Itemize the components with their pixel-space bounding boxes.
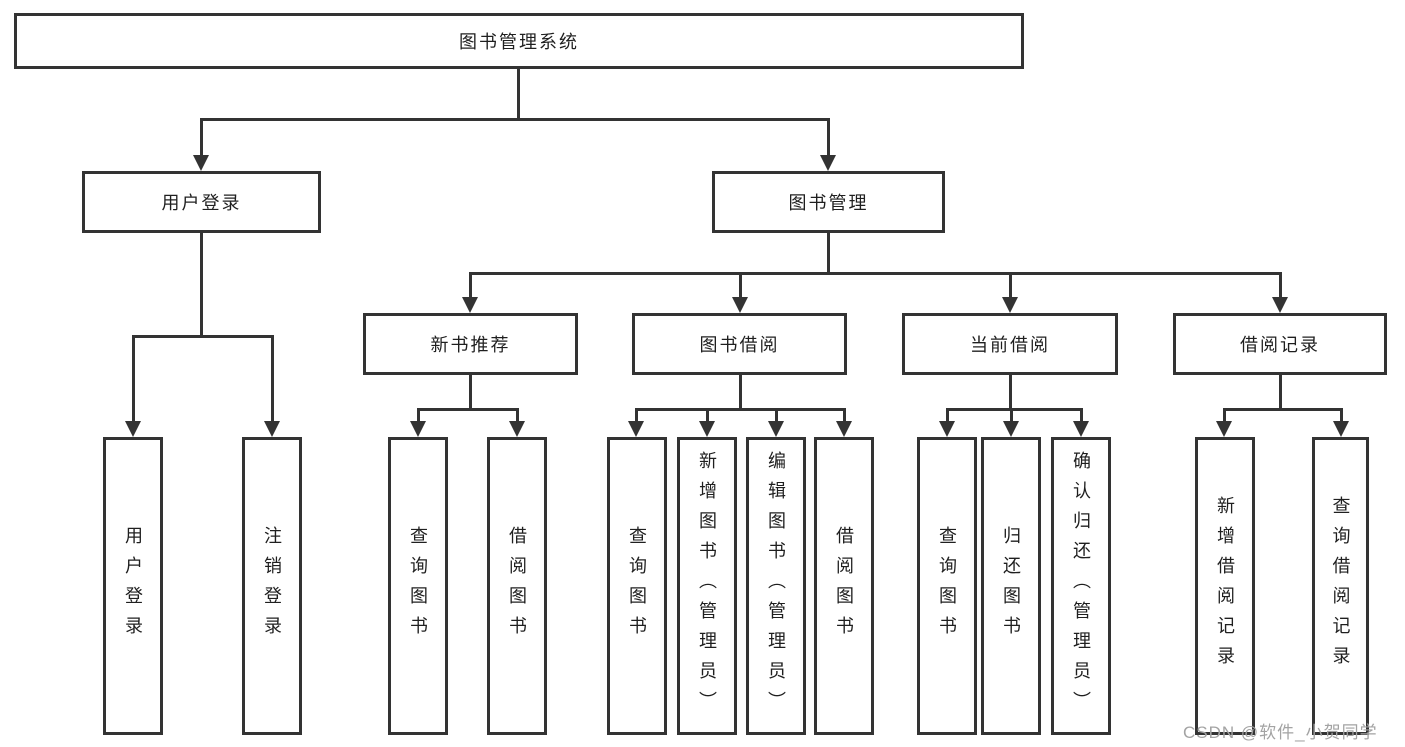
- connector-arrow-line: [271, 338, 274, 422]
- leaf-borrow-add-admin-label: 新增图书（管理员）: [697, 451, 717, 721]
- node-book-borrow-label: 图书借阅: [699, 335, 780, 355]
- leaf-record-add: 新增借阅记录: [1195, 437, 1255, 735]
- arrow-down-icon: [699, 421, 715, 437]
- arrow-down-icon: [1272, 297, 1288, 313]
- leaf-new-book-borrow: 借阅图书: [487, 437, 547, 735]
- node-book-borrow: 图书借阅: [632, 313, 847, 375]
- leaf-borrow-add-admin: 新增图书（管理员）: [677, 437, 737, 735]
- arrow-down-icon: [264, 421, 280, 437]
- connector-arrow-line: [200, 121, 203, 155]
- connector-borrow-record-bar: [1223, 408, 1343, 411]
- arrow-down-icon: [125, 421, 141, 437]
- connector-book-borrow-bar: [635, 408, 846, 411]
- connector-arrow-line: [775, 411, 778, 422]
- connector-new-book-bar: [417, 408, 519, 411]
- leaf-record-query: 查询借阅记录: [1312, 437, 1369, 735]
- arrow-down-icon: [462, 297, 478, 313]
- node-new-book-recommend: 新书推荐: [363, 313, 578, 375]
- connector-root-stem: [517, 69, 520, 118]
- connector-book-mgmt-stem: [827, 233, 830, 272]
- connector-arrow-line: [516, 411, 519, 422]
- connector-current-borrow-stem: [1009, 375, 1012, 408]
- arrow-down-icon: [768, 421, 784, 437]
- arrow-down-icon: [1002, 297, 1018, 313]
- node-user-login: 用户登录: [82, 171, 321, 233]
- node-borrow-record: 借阅记录: [1173, 313, 1387, 375]
- leaf-record-add-label: 新增借阅记录: [1215, 496, 1235, 676]
- leaf-user-login: 用户登录: [103, 437, 163, 735]
- connector-arrow-line: [1080, 411, 1083, 422]
- node-borrow-record-label: 借阅记录: [1240, 335, 1320, 355]
- arrow-down-icon: [820, 155, 836, 171]
- arrow-down-icon: [732, 297, 748, 313]
- leaf-new-book-query-label: 查询图书: [408, 526, 428, 646]
- leaf-current-query: 查询图书: [917, 437, 977, 735]
- arrow-down-icon: [836, 421, 852, 437]
- leaf-new-book-query: 查询图书: [388, 437, 448, 735]
- connector-arrow-line: [469, 275, 472, 298]
- arrow-down-icon: [1333, 421, 1349, 437]
- node-book-management: 图书管理: [712, 171, 945, 233]
- leaf-current-confirm-admin: 确认归还（管理员）: [1051, 437, 1111, 735]
- connector-arrow-line: [946, 411, 949, 422]
- leaf-logout-label: 注销登录: [262, 526, 282, 646]
- connector-borrow-record-stem: [1279, 375, 1282, 408]
- arrow-down-icon: [1003, 421, 1019, 437]
- connector-current-borrow-bar: [946, 408, 1083, 411]
- arrow-down-icon: [509, 421, 525, 437]
- connector-user-login-stem: [200, 233, 203, 335]
- node-new-book-recommend-label: 新书推荐: [430, 335, 511, 355]
- node-current-borrow: 当前借阅: [902, 313, 1118, 375]
- leaf-borrow-book-label: 借阅图书: [834, 526, 854, 646]
- arrow-down-icon: [410, 421, 426, 437]
- leaf-borrow-query: 查询图书: [607, 437, 667, 735]
- arrow-down-icon: [939, 421, 955, 437]
- leaf-borrow-edit-admin: 编辑图书（管理员）: [746, 437, 806, 735]
- connector-new-book-stem: [469, 375, 472, 408]
- leaf-logout: 注销登录: [242, 437, 302, 735]
- csdn-watermark: CSDN @软件_小贺同学: [1183, 723, 1378, 742]
- leaf-record-query-label: 查询借阅记录: [1330, 496, 1351, 676]
- connector-arrow-line: [1279, 275, 1282, 298]
- leaf-current-return-label: 归还图书: [1001, 526, 1021, 646]
- leaf-current-query-label: 查询图书: [937, 526, 957, 646]
- node-user-login-label: 用户登录: [161, 193, 242, 213]
- connector-arrow-line: [706, 411, 709, 422]
- node-system-root: 图书管理系统: [14, 13, 1024, 69]
- connector-arrow-line: [1009, 275, 1012, 298]
- connector-level2-bar: [200, 118, 830, 121]
- leaf-borrow-query-label: 查询图书: [627, 526, 647, 646]
- connector-arrow-line: [417, 411, 420, 422]
- node-system-root-label: 图书管理系统: [459, 32, 579, 52]
- connector-arrow-line: [827, 121, 830, 155]
- arrow-down-icon: [628, 421, 644, 437]
- connector-arrow-line: [1340, 411, 1343, 422]
- connector-arrow-line: [132, 338, 135, 422]
- arrow-down-icon: [193, 155, 209, 171]
- connector-arrow-line: [739, 275, 742, 298]
- connector-user-login-bar: [132, 335, 274, 338]
- leaf-new-book-borrow-label: 借阅图书: [507, 526, 527, 646]
- arrow-down-icon: [1073, 421, 1089, 437]
- connector-arrow-line: [1223, 411, 1226, 422]
- leaf-current-confirm-admin-label: 确认归还（管理员）: [1071, 451, 1091, 721]
- connector-book-borrow-stem: [739, 375, 742, 408]
- node-book-management-label: 图书管理: [788, 193, 869, 213]
- leaf-current-return: 归还图书: [981, 437, 1041, 735]
- node-current-borrow-label: 当前借阅: [970, 335, 1050, 355]
- connector-arrow-line: [635, 411, 638, 422]
- connector-level3-bar: [469, 272, 1282, 275]
- leaf-borrow-book: 借阅图书: [814, 437, 874, 735]
- arrow-down-icon: [1216, 421, 1232, 437]
- leaf-borrow-edit-admin-label: 编辑图书（管理员）: [766, 451, 786, 721]
- leaf-user-login-label: 用户登录: [123, 526, 143, 646]
- connector-arrow-line: [843, 411, 846, 422]
- connector-arrow-line: [1010, 411, 1013, 422]
